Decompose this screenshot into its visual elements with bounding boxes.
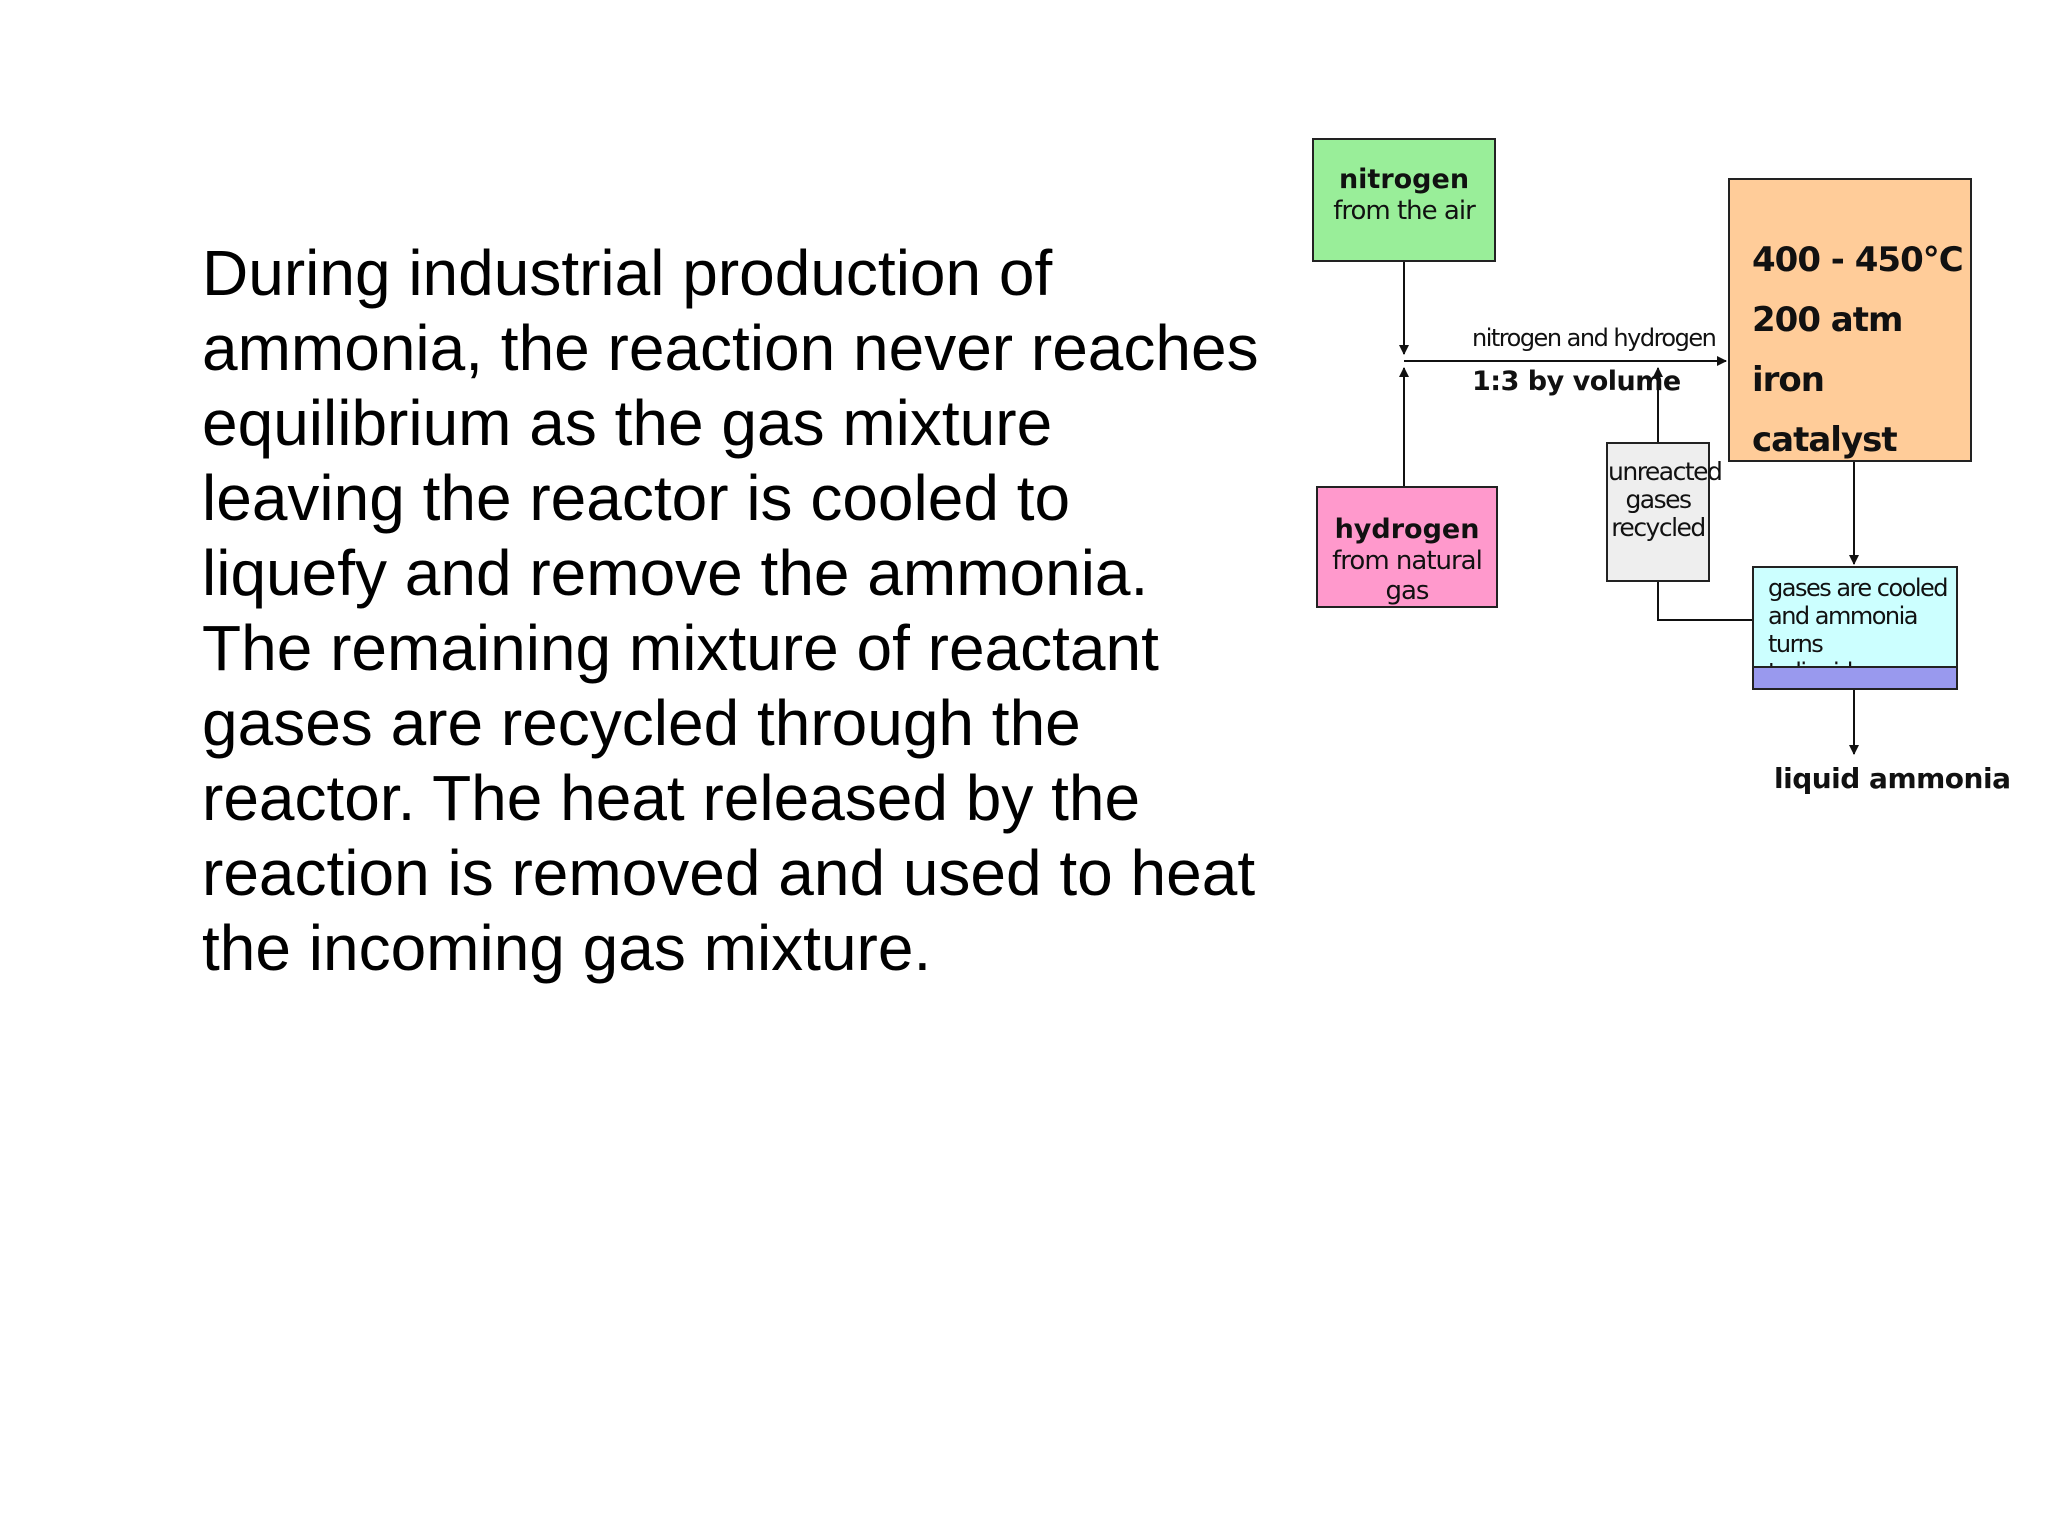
nitrogen-source-box: nitrogen from the air: [1312, 138, 1496, 262]
hydrogen-title: hydrogen: [1334, 514, 1480, 545]
mixture-ratio-label: 1:3 by volume: [1472, 366, 1681, 397]
recycle-return-line: [1657, 582, 1752, 621]
description-line: gases are recycled through the: [202, 687, 1081, 759]
description-line: During industrial production of: [202, 237, 1053, 309]
haber-process-diagram: nitrogen from the air hydrogen from natu…: [1300, 130, 2011, 810]
description-line: leaving the reactor is cooled to: [202, 462, 1071, 534]
condenser-line: and ammonia turns: [1768, 602, 1919, 658]
nitrogen-subtitle: from the air: [1333, 196, 1476, 226]
liquid-ammonia-layer: [1754, 666, 1956, 688]
description-line: the incoming gas mixture.: [202, 912, 932, 984]
mixture-label: nitrogen and hydrogen: [1472, 324, 1717, 352]
hydrogen-subtitle: from natural gas: [1332, 546, 1483, 606]
description-line: equilibrium as the gas mixture: [202, 387, 1053, 459]
description-line: liquefy and remove the ammonia.: [202, 537, 1149, 609]
description-line: reaction is removed and used to heat: [202, 837, 1256, 909]
description-line: The remaining mixture of reactant: [202, 612, 1159, 684]
recycle-line: gases: [1625, 485, 1692, 514]
description-line: ammonia, the reaction never reaches: [202, 312, 1259, 384]
recycle-box: unreacted gases recycled: [1606, 442, 1723, 582]
hydrogen-source-box: hydrogen from natural gas: [1316, 486, 1498, 608]
flow-connectors: [1399, 262, 1859, 755]
reactor-catalyst: iron catalyst: [1752, 360, 1898, 460]
condenser-line: gases are cooled: [1768, 574, 1949, 602]
reactor-pressure: 200 atm: [1752, 300, 1903, 340]
reactor-temperature: 400 - 450°C: [1752, 240, 1964, 280]
product-label: liquid ammonia: [1774, 762, 2011, 795]
recycle-line: unreacted: [1608, 457, 1723, 486]
recycle-line: recycled: [1611, 513, 1706, 542]
description-line: reactor. The heat released by the: [202, 762, 1141, 834]
nitrogen-title: nitrogen: [1338, 164, 1470, 195]
reactor-box: 400 - 450°C 200 atm iron catalyst: [1728, 178, 1972, 462]
condenser-box: gases are cooled and ammonia turns to li…: [1752, 566, 1958, 690]
description-paragraph: During industrial production of ammonia,…: [202, 236, 1382, 986]
